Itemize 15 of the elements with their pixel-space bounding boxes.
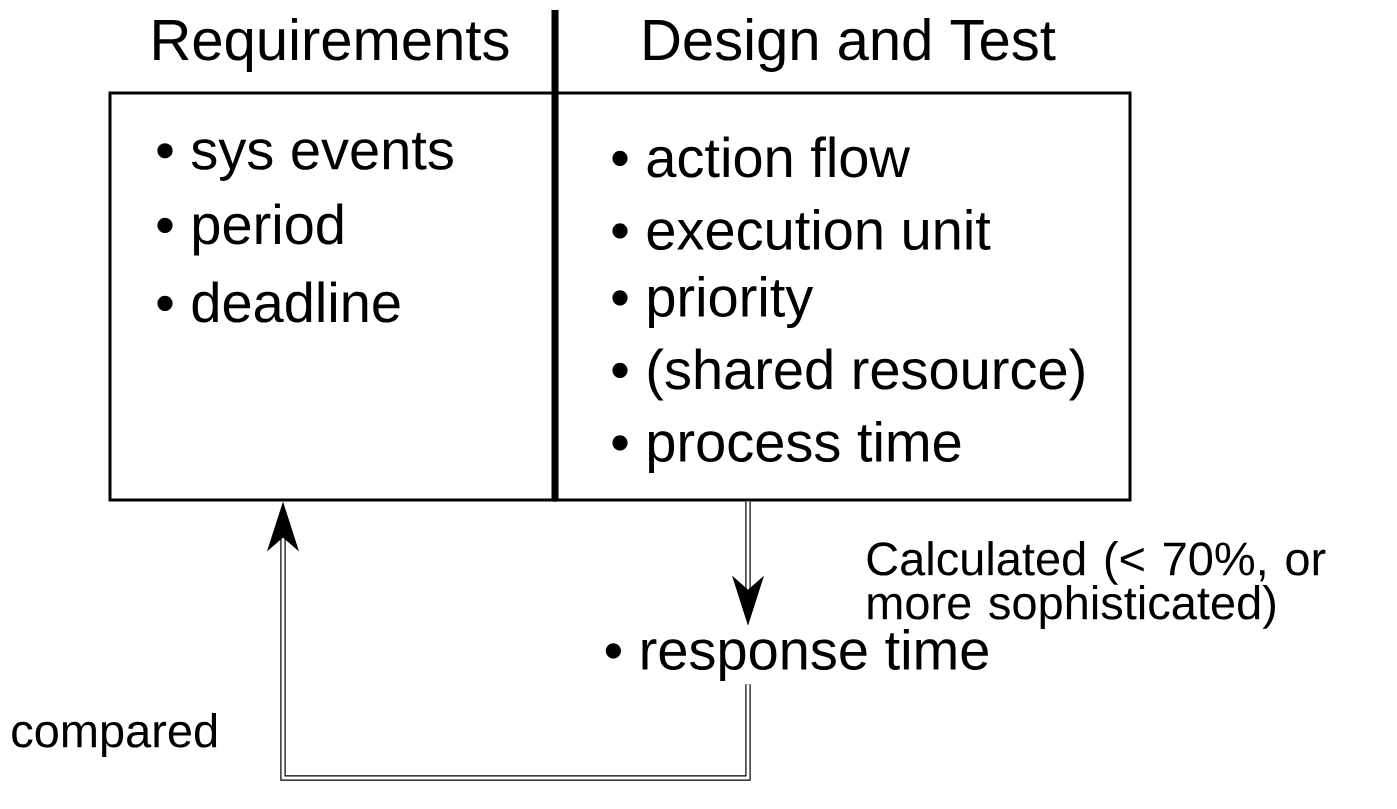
list-box [553, 17, 1132, 502]
bullet-item: • response time [605, 628, 988, 682]
bullet-item: • execution unit [612, 208, 991, 251]
bullet-item: • priority [612, 275, 814, 329]
column-heading: Requirements [154, 17, 509, 72]
bullet-item: • deadline [157, 281, 400, 323]
bullet-item: • action flow [612, 136, 910, 178]
list-box [108, 17, 557, 502]
edge-label: compared [12, 713, 217, 757]
bullet-item: • period [157, 203, 343, 256]
bullet-item: • sys events [157, 133, 453, 181]
bullet-item: • process time [612, 420, 961, 474]
edge-label: Calculated (< 70%, or more sophisticated) [867, 541, 1326, 629]
column-heading: Design and Test [644, 17, 1056, 72]
bullet-item: • (shared resource) [612, 348, 1084, 401]
